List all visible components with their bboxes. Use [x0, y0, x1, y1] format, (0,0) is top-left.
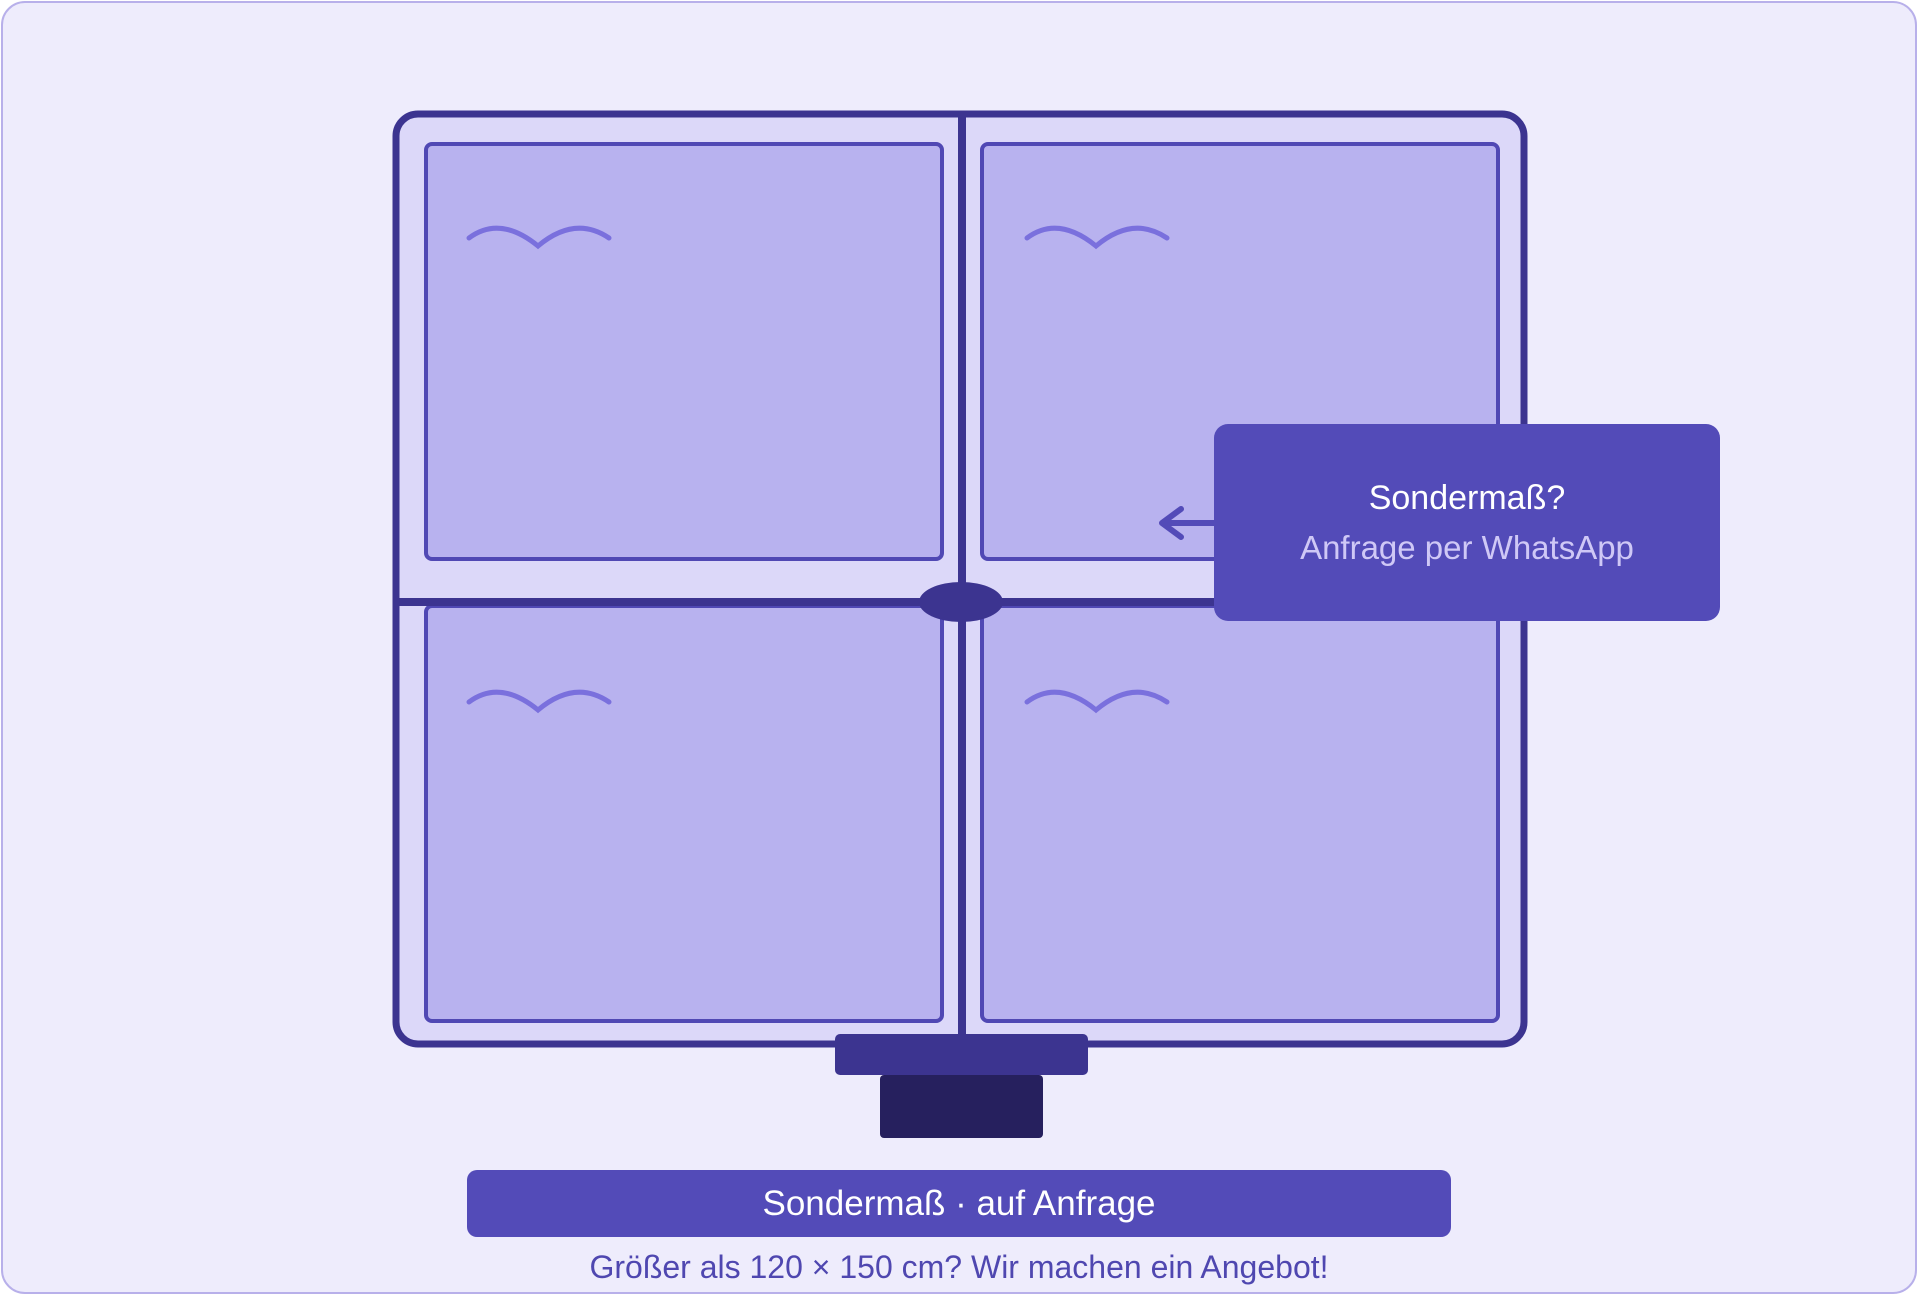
glass-pane-bottom-right — [980, 604, 1500, 1023]
offer-subtitle: Größer als 120 × 150 cm? Wir machen ein … — [589, 1249, 1329, 1285]
glass-pane-bottom-left — [424, 604, 944, 1023]
bird-icon — [466, 225, 612, 250]
callout-subtitle: Anfrage per WhatsApp — [1300, 528, 1634, 566]
bird-icon — [1024, 225, 1170, 250]
glass-pane-top-left — [424, 142, 944, 561]
stand-base — [880, 1075, 1043, 1138]
window-handle-icon — [919, 582, 1003, 622]
stand-top — [835, 1034, 1088, 1075]
custom-size-callout[interactable]: Sondermaß? Anfrage per WhatsApp — [1214, 424, 1720, 621]
custom-size-banner: Sondermaß · auf Anfrage — [467, 1170, 1451, 1237]
callout-title: Sondermaß? — [1368, 478, 1566, 517]
bird-icon — [466, 689, 612, 714]
arrow-left-icon — [1159, 506, 1219, 540]
window-illustration — [392, 110, 1528, 1138]
bird-icon — [1024, 689, 1170, 714]
